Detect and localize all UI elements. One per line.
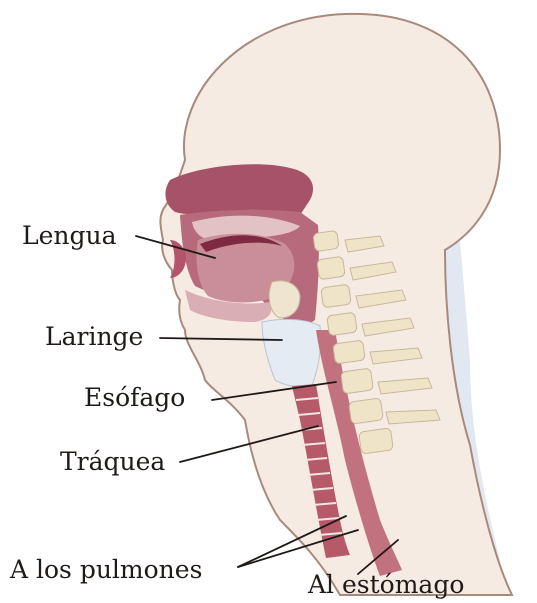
label-to-lungs: A los pulmones <box>9 555 202 584</box>
label-esophagus: Esófago <box>84 383 185 412</box>
label-larynx: Laringe <box>45 322 143 351</box>
label-to-stomach: Al estómago <box>307 570 464 599</box>
label-tongue: Lengua <box>22 221 117 250</box>
label-trachea: Tráquea <box>60 447 165 476</box>
